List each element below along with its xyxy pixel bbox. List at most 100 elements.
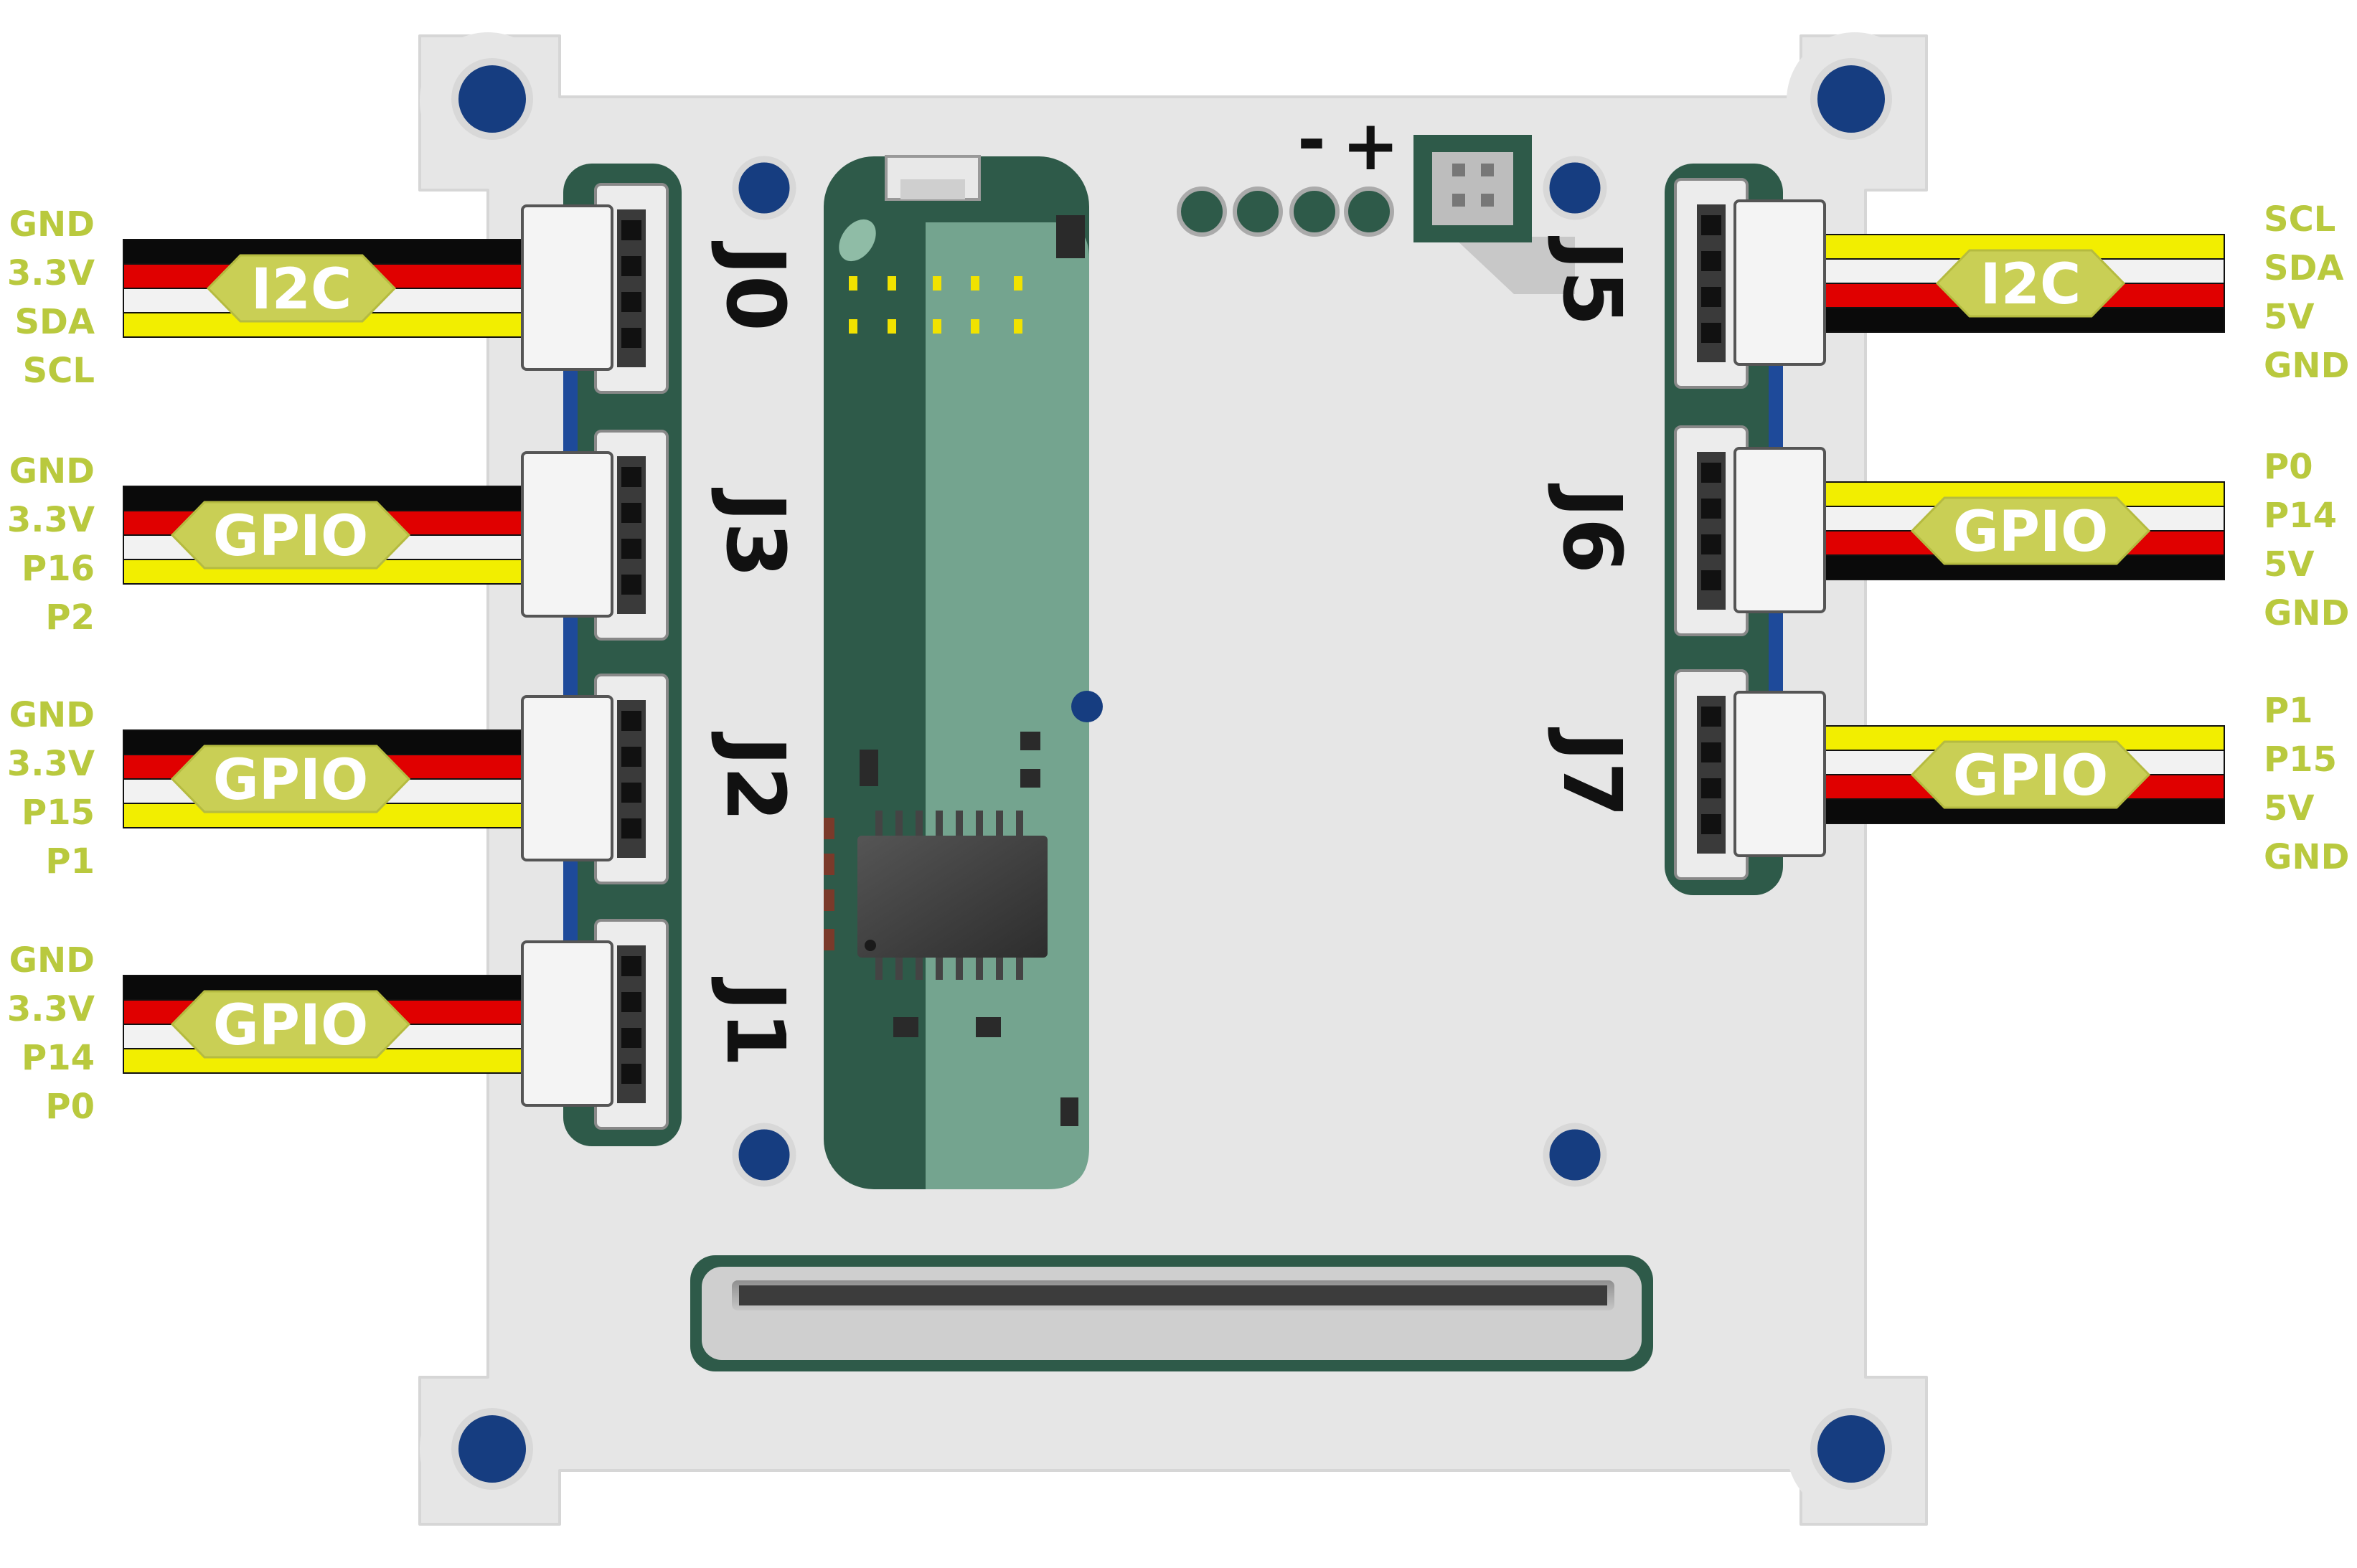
pin-label: P1 <box>2264 691 2313 731</box>
connector-plug <box>521 204 613 371</box>
connector-pin <box>1701 707 1721 727</box>
edge-connector-slot <box>690 1255 1653 1371</box>
power-area: - + <box>1177 100 1575 294</box>
connector-label: J1 <box>708 976 801 1067</box>
pin-label: P0 <box>45 1087 95 1127</box>
connector-pin <box>1701 570 1721 590</box>
pin-label: SCL <box>23 351 95 391</box>
pin-label: GND <box>9 695 95 735</box>
bus-label: GPIO <box>1953 500 2109 565</box>
led-array <box>849 276 1022 334</box>
pin-label: P14 <box>2264 496 2337 536</box>
bus-label: I2C <box>1980 252 2081 317</box>
connector-pin <box>1701 499 1721 519</box>
connector-label: J6 <box>1545 483 1638 574</box>
pin-label: GND <box>2264 593 2349 633</box>
pin-label: P15 <box>22 793 95 833</box>
connector-pin <box>1701 323 1721 343</box>
connector-plug <box>1733 691 1826 857</box>
connector-pin <box>1701 534 1721 554</box>
bus-badge <box>170 501 411 570</box>
pin-label: GND <box>2264 346 2349 386</box>
connector-pin <box>1701 778 1721 798</box>
connector-pin <box>1701 742 1721 762</box>
pin-label: 3.3V <box>7 989 95 1029</box>
pin-label: SCL <box>2264 199 2335 240</box>
connector-plug <box>1733 447 1826 613</box>
pin-label: 5V <box>2264 544 2315 585</box>
mount-hole-bottom-right <box>1810 1408 1892 1490</box>
bus-label: GPIO <box>1953 744 2109 808</box>
connector-pin <box>1701 215 1721 235</box>
mount-hole-bottom-left <box>451 1408 533 1490</box>
connector-pin <box>621 539 641 559</box>
connector-label: J3 <box>708 487 801 578</box>
bus-badge <box>1910 740 2151 809</box>
connector-pin <box>621 256 641 276</box>
connector-pin <box>621 503 641 523</box>
connector-pin <box>621 328 641 348</box>
pin-label: GND <box>9 451 95 491</box>
connector-pin <box>621 711 641 731</box>
pin-label: P16 <box>22 549 95 589</box>
pin-label: P1 <box>45 841 95 882</box>
small-hole <box>732 156 796 220</box>
connector-plug <box>521 695 613 861</box>
pin-label: SDA <box>2264 248 2344 288</box>
connector-label: J2 <box>708 731 801 822</box>
pin-label: SDA <box>14 302 95 342</box>
pin-label: P2 <box>45 598 95 638</box>
bus-badge <box>170 990 411 1059</box>
port-j5: I2C SCL SDA 5V GND J5 <box>1545 178 2349 389</box>
ic-chip <box>857 811 1048 980</box>
connector-label: J0 <box>708 240 801 331</box>
connector-plug <box>521 451 613 618</box>
connector-pin <box>621 292 641 312</box>
bus-badge <box>170 745 411 813</box>
pin-label: GND <box>2264 837 2349 877</box>
bus-label: I2C <box>251 258 352 322</box>
connector-pin <box>621 575 641 595</box>
mount-hole-top-left <box>451 58 533 140</box>
connector-pin <box>621 818 641 839</box>
connector-plug <box>521 940 613 1107</box>
bus-label: GPIO <box>213 748 369 813</box>
port-j0: I2C GND 3.3V SDA SCL J0 <box>7 183 801 394</box>
power-minus-label: - <box>1297 100 1326 180</box>
bus-badge <box>1935 249 2126 318</box>
pin-label: GND <box>9 940 95 981</box>
ports-layer: I2CGND3.3VSDASCLJ0GPIOGND3.3VP16P2J3GPIO… <box>7 178 2349 1130</box>
connector-pin <box>621 783 641 803</box>
pin-label: 3.3V <box>7 744 95 784</box>
pin-label: 5V <box>2264 297 2315 337</box>
connector-pin <box>621 1028 641 1048</box>
mount-holes <box>451 58 1892 1490</box>
connector-pin <box>621 220 641 240</box>
pin-label: GND <box>9 204 95 245</box>
bus-label: GPIO <box>213 504 369 569</box>
pin-label: 3.3V <box>7 253 95 293</box>
connector-label: J5 <box>1545 235 1638 326</box>
connector-plug <box>1733 199 1826 366</box>
bus-label: GPIO <box>213 993 369 1058</box>
connector-pin <box>1701 463 1721 483</box>
connector-pin <box>1701 814 1721 834</box>
bus-badge <box>1910 496 2151 565</box>
main-pcb-module <box>824 155 1103 1189</box>
power-plus-label: + <box>1342 105 1399 186</box>
small-hole <box>732 1123 796 1187</box>
pin-label: 3.3V <box>7 500 95 540</box>
pin-label: P0 <box>2264 447 2313 487</box>
connector-pin <box>621 467 641 487</box>
connector-label: J7 <box>1545 727 1638 818</box>
connector-pin <box>1701 251 1721 271</box>
connector-pin <box>621 956 641 976</box>
pin-label: P14 <box>22 1038 95 1078</box>
connector-pin <box>621 747 641 767</box>
